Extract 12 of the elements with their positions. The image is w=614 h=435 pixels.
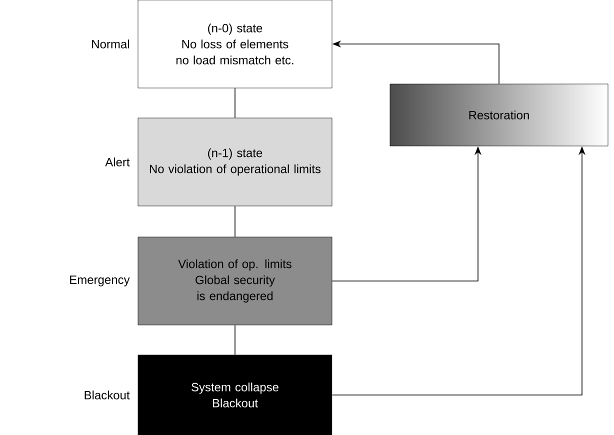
state-label: Blackout <box>84 390 130 400</box>
state-box: Violation of op. limits Global security is endangered <box>138 236 332 326</box>
restoration-box: Restoration <box>390 84 608 146</box>
state-box: (n-0) state No loss of elements no load mismatch etc. <box>138 0 332 88</box>
connector-line <box>234 88 236 118</box>
state-label: Normal <box>92 40 129 48</box>
state-box: (n-1) state No violation of operational limits <box>138 118 332 206</box>
state-label: Emergency <box>70 276 130 286</box>
connector-line <box>234 206 236 238</box>
state-box: System collapse Blackout <box>138 354 332 435</box>
state-label: Alert <box>105 158 130 166</box>
connector-line <box>234 324 236 356</box>
